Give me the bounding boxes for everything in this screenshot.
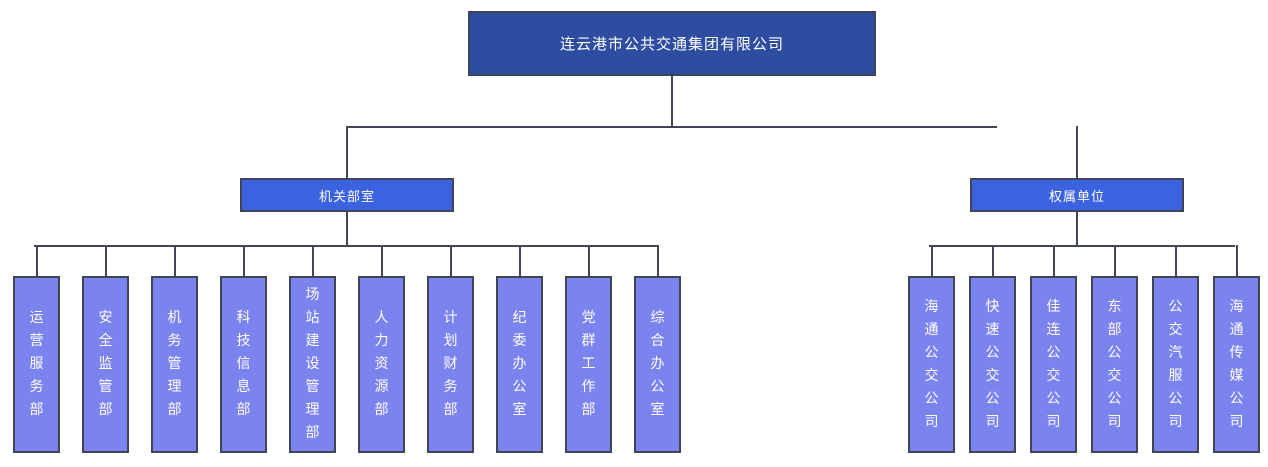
connector-root-stem (671, 76, 673, 126)
org-node-leaf-0-0[interactable]: 运营服务部 (13, 276, 60, 453)
org-node-leaf-label: 科技信息部 (236, 310, 251, 418)
connector-leaf-drop (656, 245, 659, 276)
org-node-leaf-0-1[interactable]: 安全监管部 (82, 276, 129, 453)
org-node-leaf-1-0[interactable]: 海通公交公司 (908, 276, 955, 453)
org-node-leaf-label: 佳连公交公司 (1046, 298, 1061, 430)
connector-branch-1-stem (1076, 212, 1078, 245)
connector-leaf-drop (587, 245, 590, 276)
org-node-leaf-label: 东部公交公司 (1107, 298, 1122, 430)
connector-leaf-drop (104, 245, 107, 276)
connector-leaf-drop (518, 245, 521, 276)
org-node-leaf-0-4[interactable]: 场站建设管理部 (289, 276, 336, 453)
connector-leaf-drop (242, 245, 245, 276)
org-node-leaf-0-9[interactable]: 综合办公室 (634, 276, 681, 453)
org-node-leaf-label: 机务管理部 (167, 310, 182, 418)
connector-level2-bus (346, 126, 997, 128)
connector-leaf-drop (380, 245, 383, 276)
org-node-branch-0[interactable]: 机关部室 (240, 178, 454, 212)
org-node-leaf-0-5[interactable]: 人力资源部 (358, 276, 405, 453)
connector-leaf-drop (311, 245, 314, 276)
org-node-leaf-0-2[interactable]: 机务管理部 (151, 276, 198, 453)
org-node-leaf-label: 综合办公室 (650, 310, 665, 418)
org-node-leaf-label: 快速公交公司 (985, 298, 1000, 430)
connector-leaf-drop (173, 245, 176, 276)
org-node-leaf-1-5[interactable]: 海通传媒公司 (1213, 276, 1260, 453)
org-node-root[interactable]: 连云港市公共交通集团有限公司 (468, 11, 876, 76)
org-node-leaf-1-3[interactable]: 东部公交公司 (1091, 276, 1138, 453)
org-node-branch-1[interactable]: 权属单位 (970, 178, 1184, 212)
org-node-root-label: 连云港市公共交通集团有限公司 (559, 35, 784, 53)
org-node-leaf-0-7[interactable]: 纪委办公室 (496, 276, 543, 453)
connector-leaf-drop (1235, 245, 1238, 276)
org-node-leaf-0-3[interactable]: 科技信息部 (220, 276, 267, 453)
org-node-leaf-1-2[interactable]: 佳连公交公司 (1030, 276, 1077, 453)
connector-leaf-drop (449, 245, 452, 276)
org-node-leaf-0-6[interactable]: 计划财务部 (427, 276, 474, 453)
org-node-leaf-label: 公交汽服公司 (1168, 298, 1183, 430)
org-node-leaf-label: 人力资源部 (374, 310, 389, 418)
org-node-leaf-label: 场站建设管理部 (305, 287, 320, 441)
org-node-branch-1-label: 权属单位 (1048, 189, 1105, 205)
connector-leaf-drop (930, 245, 933, 276)
connector-level2-drop-right (1076, 126, 1078, 178)
connector-leaf-drop (35, 245, 38, 276)
connector-leaf-drop (991, 245, 994, 276)
org-node-leaf-1-1[interactable]: 快速公交公司 (969, 276, 1016, 453)
org-node-leaf-0-8[interactable]: 党群工作部 (565, 276, 612, 453)
org-node-branch-0-label: 机关部室 (318, 189, 375, 205)
org-node-leaf-label: 海通公交公司 (924, 298, 939, 430)
connector-leaf-drop (1113, 245, 1116, 276)
org-node-leaf-label: 纪委办公室 (512, 310, 527, 418)
org-node-leaf-1-4[interactable]: 公交汽服公司 (1152, 276, 1199, 453)
connector-leaf-drop (1174, 245, 1177, 276)
org-node-leaf-label: 运营服务部 (29, 310, 44, 418)
connector-level2-drop-left (346, 126, 348, 178)
org-node-leaf-label: 计划财务部 (443, 310, 458, 418)
connector-branch-0-bus (34, 245, 659, 247)
connector-branch-0-stem (346, 212, 348, 245)
org-node-leaf-label: 党群工作部 (581, 310, 596, 418)
connector-leaf-drop (1052, 245, 1055, 276)
org-node-leaf-label: 海通传媒公司 (1229, 298, 1244, 430)
connector-branch-1-bus (929, 245, 1235, 247)
org-node-leaf-label: 安全监管部 (98, 310, 113, 418)
